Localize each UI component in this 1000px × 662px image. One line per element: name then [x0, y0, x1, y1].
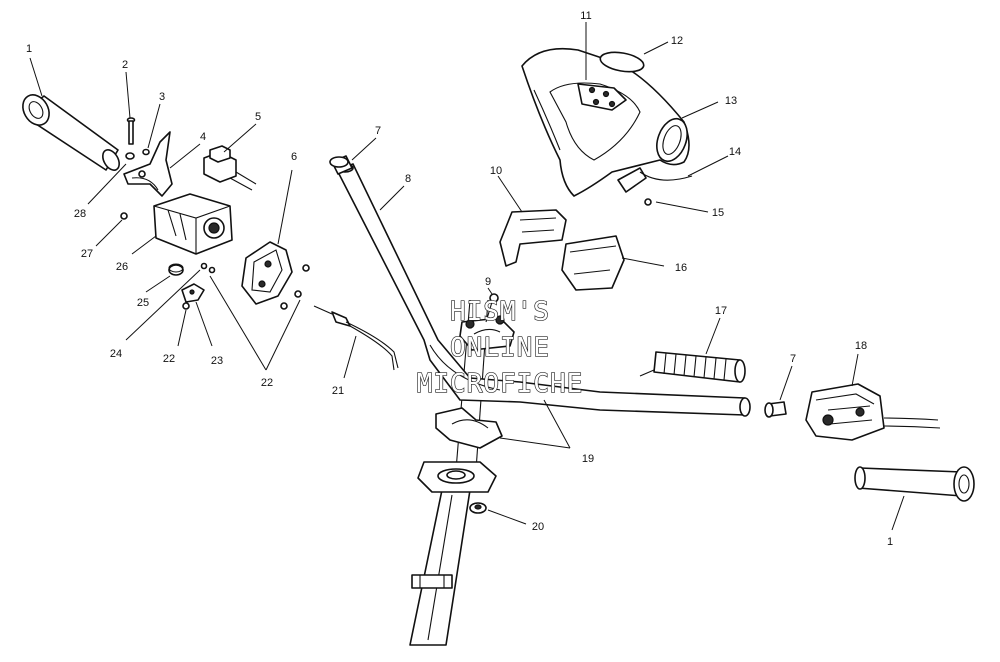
callout-16: 16: [675, 262, 687, 274]
lower-clamp: [435, 407, 503, 449]
housing-cover: [241, 241, 293, 305]
callout-23: 23: [211, 355, 223, 367]
watermark-line-1: HISM'S: [450, 297, 550, 327]
callout-20: 20: [532, 521, 544, 533]
callout-4: 4: [200, 131, 206, 143]
cable-tie-9: [485, 293, 499, 323]
steering-post: [409, 299, 497, 646]
callout-28: 28: [74, 208, 86, 220]
throttle-grip-17: [639, 351, 746, 383]
callout-27: 27: [81, 248, 93, 260]
nut-27: [120, 212, 128, 220]
callout-21: 21: [332, 385, 344, 397]
callout-13: 13: [725, 95, 737, 107]
throttle-cable: [313, 305, 399, 371]
callout-19: 19: [582, 453, 594, 465]
screw-2: [126, 117, 136, 145]
throttle-lever: [123, 131, 173, 197]
callout-15: 15: [712, 207, 724, 219]
leader-lines: [29, 22, 905, 531]
callout-5: 5: [255, 111, 261, 123]
upper-clamp: [459, 315, 515, 351]
callout-6: 6: [291, 151, 297, 163]
washer-28: [125, 152, 135, 160]
callout-17: 17: [715, 305, 727, 317]
grip-left: [22, 94, 120, 171]
cover-10: [499, 209, 567, 267]
cover-16: [561, 235, 625, 291]
callout-3: 3: [159, 91, 165, 103]
nut-20: [469, 502, 487, 514]
callout-1-right: 1: [887, 536, 893, 548]
callout-25: 25: [137, 297, 149, 309]
wire-14: [617, 167, 693, 193]
callout-7-left: 7: [375, 125, 381, 137]
washer-3: [142, 148, 150, 156]
callout-14: 14: [729, 146, 741, 158]
callout-7-right: 7: [790, 353, 796, 365]
screws-22: [182, 264, 310, 310]
callout-26: 26: [116, 261, 128, 273]
watermark-line-2: ONLINE: [450, 333, 550, 363]
callout-8: 8: [405, 173, 411, 185]
end-plug-right: [764, 401, 787, 418]
grip-right: [854, 466, 975, 502]
switch-5: [203, 145, 257, 191]
callout-labels: 1 2 3 4 5 6 7 8 9 10 11 12 13 14 15 16 1…: [26, 10, 893, 548]
callout-24: 24: [110, 348, 122, 360]
callout-12: 12: [671, 35, 683, 47]
callout-22-middle: 22: [261, 377, 273, 389]
callout-22-lower: 22: [163, 353, 175, 365]
callout-10: 10: [490, 165, 502, 177]
screw-15: [644, 198, 652, 206]
pad-12: [599, 51, 645, 73]
throttle-housing: [153, 193, 233, 255]
end-plug-left: [329, 155, 353, 175]
callout-18: 18: [855, 340, 867, 352]
callout-9: 9: [485, 276, 491, 288]
callout-11: 11: [580, 10, 591, 22]
handlebar-hood: [521, 47, 690, 197]
plate-23: [181, 283, 205, 303]
callout-1-left: 1: [26, 43, 32, 55]
switch-housing-18: [805, 383, 941, 441]
watermark: HISM'S ONLINE MICROFICHE: [416, 296, 584, 399]
cap-25: [168, 263, 184, 276]
callout-2: 2: [122, 59, 128, 71]
watermark-line-3: MICROFICHE: [417, 369, 584, 399]
screws-24: [200, 262, 216, 274]
emblem-11: [577, 83, 627, 111]
